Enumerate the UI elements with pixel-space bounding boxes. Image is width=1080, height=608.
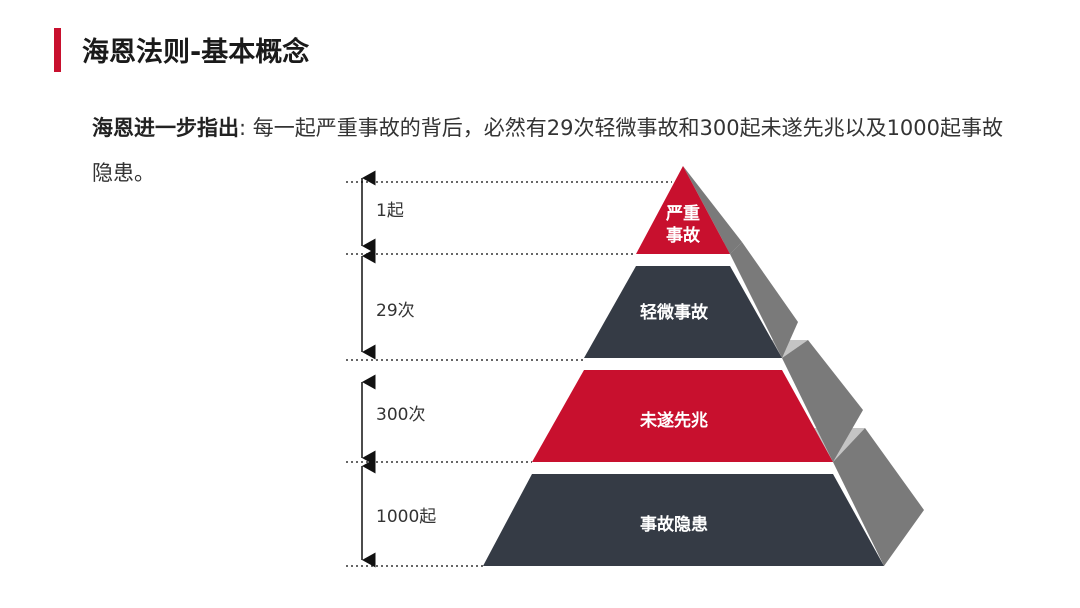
level-4-side-face <box>833 428 924 566</box>
page-title: 海恩法则-基本概念 <box>82 37 310 68</box>
count-label-3: 300次 <box>376 405 425 425</box>
pyramid-level-near-misses: 未遂先兆 <box>532 340 863 462</box>
level-2-side-face <box>730 242 798 358</box>
level-2-label: 轻微事故 <box>640 302 709 323</box>
description-separator: : <box>239 116 253 140</box>
level-1-label-line2: 事故 <box>666 225 701 246</box>
level-2-front-face <box>584 266 782 358</box>
level-3-side-face <box>782 340 863 462</box>
count-label-1: 1起 <box>376 201 404 221</box>
level-1-front-face <box>636 166 730 254</box>
level-1-side-face <box>683 166 742 254</box>
pyramid-level-serious-accident: 严重 事故 <box>636 166 742 254</box>
level-4-front-face <box>483 474 884 566</box>
level-3-front-face <box>532 370 833 462</box>
title-accent-bar <box>54 28 61 72</box>
count-label-2: 29次 <box>376 301 415 321</box>
level-1-label-line1: 严重 <box>666 203 700 224</box>
pyramid-level-minor-accidents: 轻微事故 <box>584 242 798 358</box>
level-3-label: 未遂先兆 <box>639 410 708 431</box>
guide-lines <box>346 181 672 567</box>
description-text: 每一起严重事故的背后，必然有29次轻微事故和300起未遂先兆以及1000起事故隐… <box>92 116 1004 185</box>
count-label-4: 1000起 <box>376 507 436 527</box>
description-lead: 海恩进一步指出 <box>92 116 239 140</box>
level-4-label: 事故隐患 <box>640 514 708 535</box>
description: 海恩进一步指出: 每一起严重事故的背后，必然有29次轻微事故和300起未遂先兆以… <box>92 106 1012 196</box>
